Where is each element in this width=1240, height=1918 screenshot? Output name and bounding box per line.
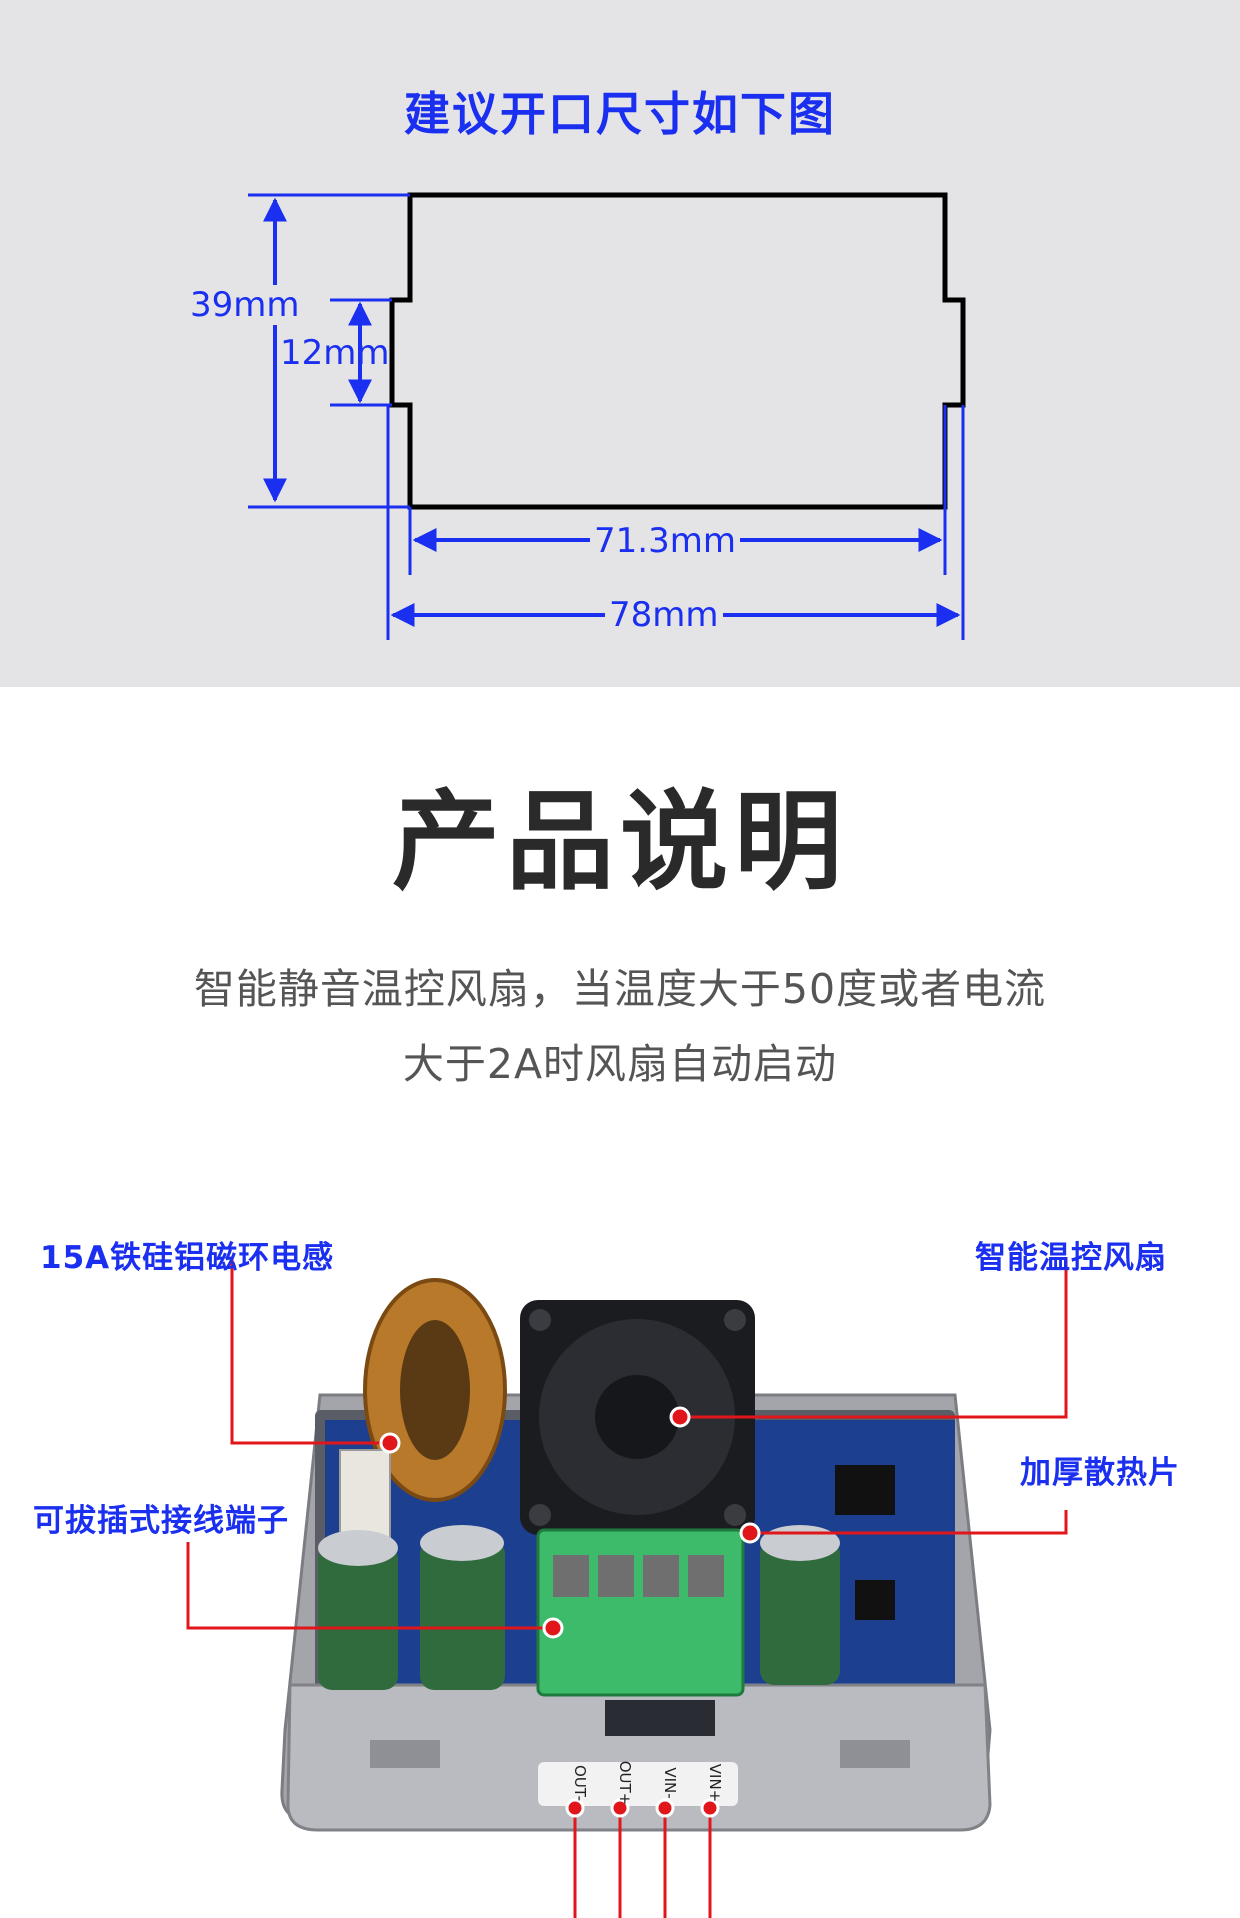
cutout-diagram-section: 建议开口尺寸如下图 39mm 12mm 71.3mm 78mm (0, 0, 1240, 687)
product-desc-line-1: 智能静音温控风扇，当温度大于50度或者电流 (193, 965, 1047, 1013)
capacitor-3 (760, 1540, 840, 1685)
fan-screw-tr (724, 1309, 746, 1331)
terminal-label-vin-minusplus: VIN+ (706, 1764, 724, 1802)
product-photo: OUT- OUT+ VIN- VIN+ (186, 1257, 1068, 1918)
pcb-chip-1 (835, 1465, 895, 1515)
terminal-screw-4 (688, 1555, 724, 1597)
terminal-block (536, 1528, 745, 1697)
callout-line-fan (680, 1257, 1068, 1419)
fan-screw-tl (529, 1309, 551, 1331)
callout-line-inductor (230, 1257, 390, 1445)
terminal-label-out-minus: OUT- (571, 1765, 589, 1801)
callout-fan: 智能温控风扇 (975, 1240, 1167, 1276)
fan-hub (595, 1375, 679, 1459)
enclosure-front (286, 1683, 992, 1832)
dim-label-width-inner: 71.3mm (590, 521, 740, 561)
cutout-dimension-drawing (248, 192, 966, 640)
usb-port (605, 1700, 715, 1736)
white-connector (339, 1449, 391, 1541)
terminal-screw-3 (643, 1555, 679, 1597)
callout-line-terminal (186, 1542, 553, 1630)
dim-label-height-total: 39mm (186, 285, 304, 325)
callout-dot-heatsink (739, 1522, 761, 1544)
product-desc-line-2: 大于2A时风扇自动启动 (402, 1040, 838, 1088)
capacitor-3-top (760, 1525, 840, 1561)
callout-line-heatsink (750, 1510, 1068, 1535)
terminal-screw-2 (598, 1555, 634, 1597)
callout-dot-inductor (379, 1432, 401, 1454)
pcb-chip-2 (855, 1580, 895, 1620)
bezel-slot-left (370, 1740, 440, 1768)
diagram-title: 建议开口尺寸如下图 (404, 87, 836, 141)
wire-dot-1 (565, 1798, 585, 1818)
dim-label-width-outer: 78mm (605, 595, 723, 635)
capacitor-2 (420, 1540, 505, 1690)
callout-inductor: 15A铁硅铝磁环电感 (40, 1240, 335, 1276)
cutout-outline (389, 192, 966, 510)
terminal-label-out-minusplus: OUT+ (616, 1761, 634, 1806)
callout-dot-terminal (542, 1617, 564, 1639)
terminal-label-plate (538, 1762, 738, 1806)
capacitor-1-top (318, 1530, 398, 1566)
callout-heatsink: 加厚散热片 (1020, 1455, 1180, 1491)
capacitor-2-top (420, 1525, 504, 1561)
wire-dot-4 (700, 1798, 720, 1818)
terminal-screw-1 (553, 1555, 589, 1597)
fan-screw-br (724, 1504, 746, 1526)
bezel-slot-right (840, 1740, 910, 1768)
product-heading: 产品说明 (391, 780, 848, 905)
capacitor-1 (318, 1545, 398, 1690)
callout-terminal: 可拔插式接线端子 (33, 1503, 289, 1539)
terminal-label-vin-minus: VIN- (661, 1767, 679, 1798)
inductor-core (400, 1320, 470, 1460)
callout-dot-fan (669, 1406, 691, 1428)
dim-label-height-tab: 12mm (280, 333, 390, 373)
wire-dot-2 (610, 1798, 630, 1818)
wire-dot-3 (655, 1798, 675, 1818)
fan-screw-bl (529, 1504, 551, 1526)
